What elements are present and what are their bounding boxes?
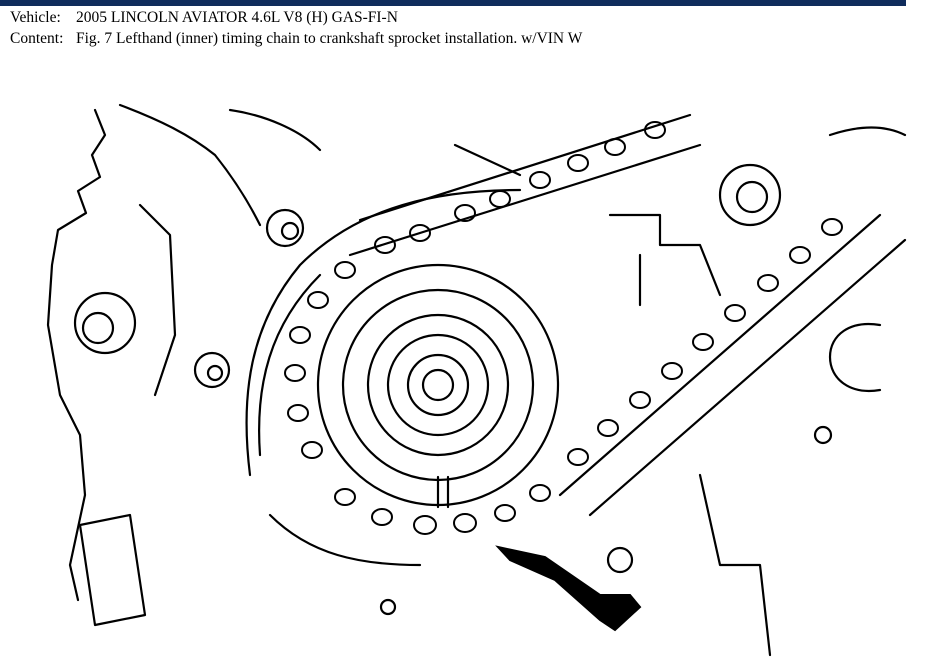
chain-link (334, 488, 356, 506)
chain-link (287, 404, 309, 422)
timing-chain-drawing (46, 103, 907, 657)
timing-chain-figure (0, 95, 930, 667)
bottom-guide-arc (268, 513, 422, 567)
outer-guide-arc (245, 188, 522, 477)
bolt-hole-1-inner (280, 221, 300, 241)
chain-link (789, 246, 811, 264)
chain-link (284, 364, 306, 382)
chain-link (371, 508, 393, 526)
chain-link (289, 326, 311, 344)
chain-link (692, 333, 714, 351)
block-outline-left (46, 108, 107, 602)
vehicle-value: 2005 LINCOLN AVIATOR 4.6L V8 (H) GAS-FI-… (76, 9, 398, 26)
sprocket-ring-2 (386, 333, 490, 437)
chain-links-sprocket (284, 261, 551, 535)
chain-diagonal-edge-2 (588, 238, 907, 517)
bolt-hole-1 (265, 208, 305, 248)
arrow-pointer-icon (495, 545, 642, 632)
chain-link (567, 448, 589, 466)
lower-right-edge (698, 473, 772, 657)
right-arc-bracket (828, 322, 882, 393)
chain-link (567, 154, 589, 172)
chain-link (821, 218, 843, 236)
sprocket-ring-3 (406, 353, 470, 417)
chain-link (453, 513, 477, 533)
bracket-right (608, 213, 722, 297)
chain-link (597, 419, 619, 437)
bolt-hole-2-inner (206, 364, 224, 382)
chain-links-upper (374, 121, 666, 254)
chain-link (374, 236, 396, 254)
chain-link (757, 274, 779, 292)
chain-link (644, 121, 666, 139)
chain-upper-edge-1 (358, 113, 692, 222)
leader-line (453, 143, 522, 177)
block-rib (138, 203, 177, 397)
bolt-hole-3 (606, 546, 634, 574)
chain-link (301, 441, 323, 459)
chain-diagonal-edge-1 (558, 213, 882, 497)
chain-link (724, 304, 746, 322)
chain-upper-edge-2 (348, 143, 702, 257)
bolt-hole-2 (193, 351, 231, 389)
chain-link (409, 224, 431, 242)
chain-link (661, 362, 683, 380)
chain-link (629, 391, 651, 409)
bolt-left-inner (81, 311, 115, 345)
content-value: Fig. 7 Lefthand (inner) timing chain to … (76, 30, 583, 47)
bolt-right-outer (718, 163, 782, 227)
vehicle-row: Vehicle: 2005 LINCOLN AVIATOR 4.6L V8 (H)… (10, 7, 582, 28)
chain-link (454, 204, 476, 222)
content-label: Content: (10, 30, 64, 47)
bolt-hole-4 (379, 598, 397, 616)
bolt-left-outer (73, 291, 137, 355)
chain-link (529, 171, 551, 189)
chain-link (529, 484, 551, 502)
lower-left-pad (78, 513, 147, 627)
document-header: Vehicle: 2005 LINCOLN AVIATOR 4.6L V8 (H)… (10, 7, 582, 49)
chain-link (489, 190, 511, 208)
sprocket-outer (316, 263, 560, 507)
chain-link (307, 291, 329, 309)
chain-link (604, 138, 626, 156)
bolt-hole-5 (813, 425, 833, 445)
chain-link (334, 261, 356, 279)
top-rule (0, 0, 906, 6)
inner-guide-arc (258, 273, 322, 457)
chain-link (413, 515, 437, 535)
vehicle-label: Vehicle: (10, 9, 61, 26)
sprocket-ring-1 (366, 313, 510, 457)
cover-edge (228, 108, 322, 152)
chain-links-diagonal (567, 218, 843, 466)
content-row: Content: Fig. 7 Lefthand (inner) timing c… (10, 28, 582, 49)
bolt-right-inner (735, 180, 769, 214)
block-edge-upper (118, 103, 262, 227)
sprocket-center (421, 368, 455, 402)
chain-link (494, 504, 516, 522)
sprocket-hub (341, 288, 535, 482)
right-cover-edge (828, 126, 907, 137)
